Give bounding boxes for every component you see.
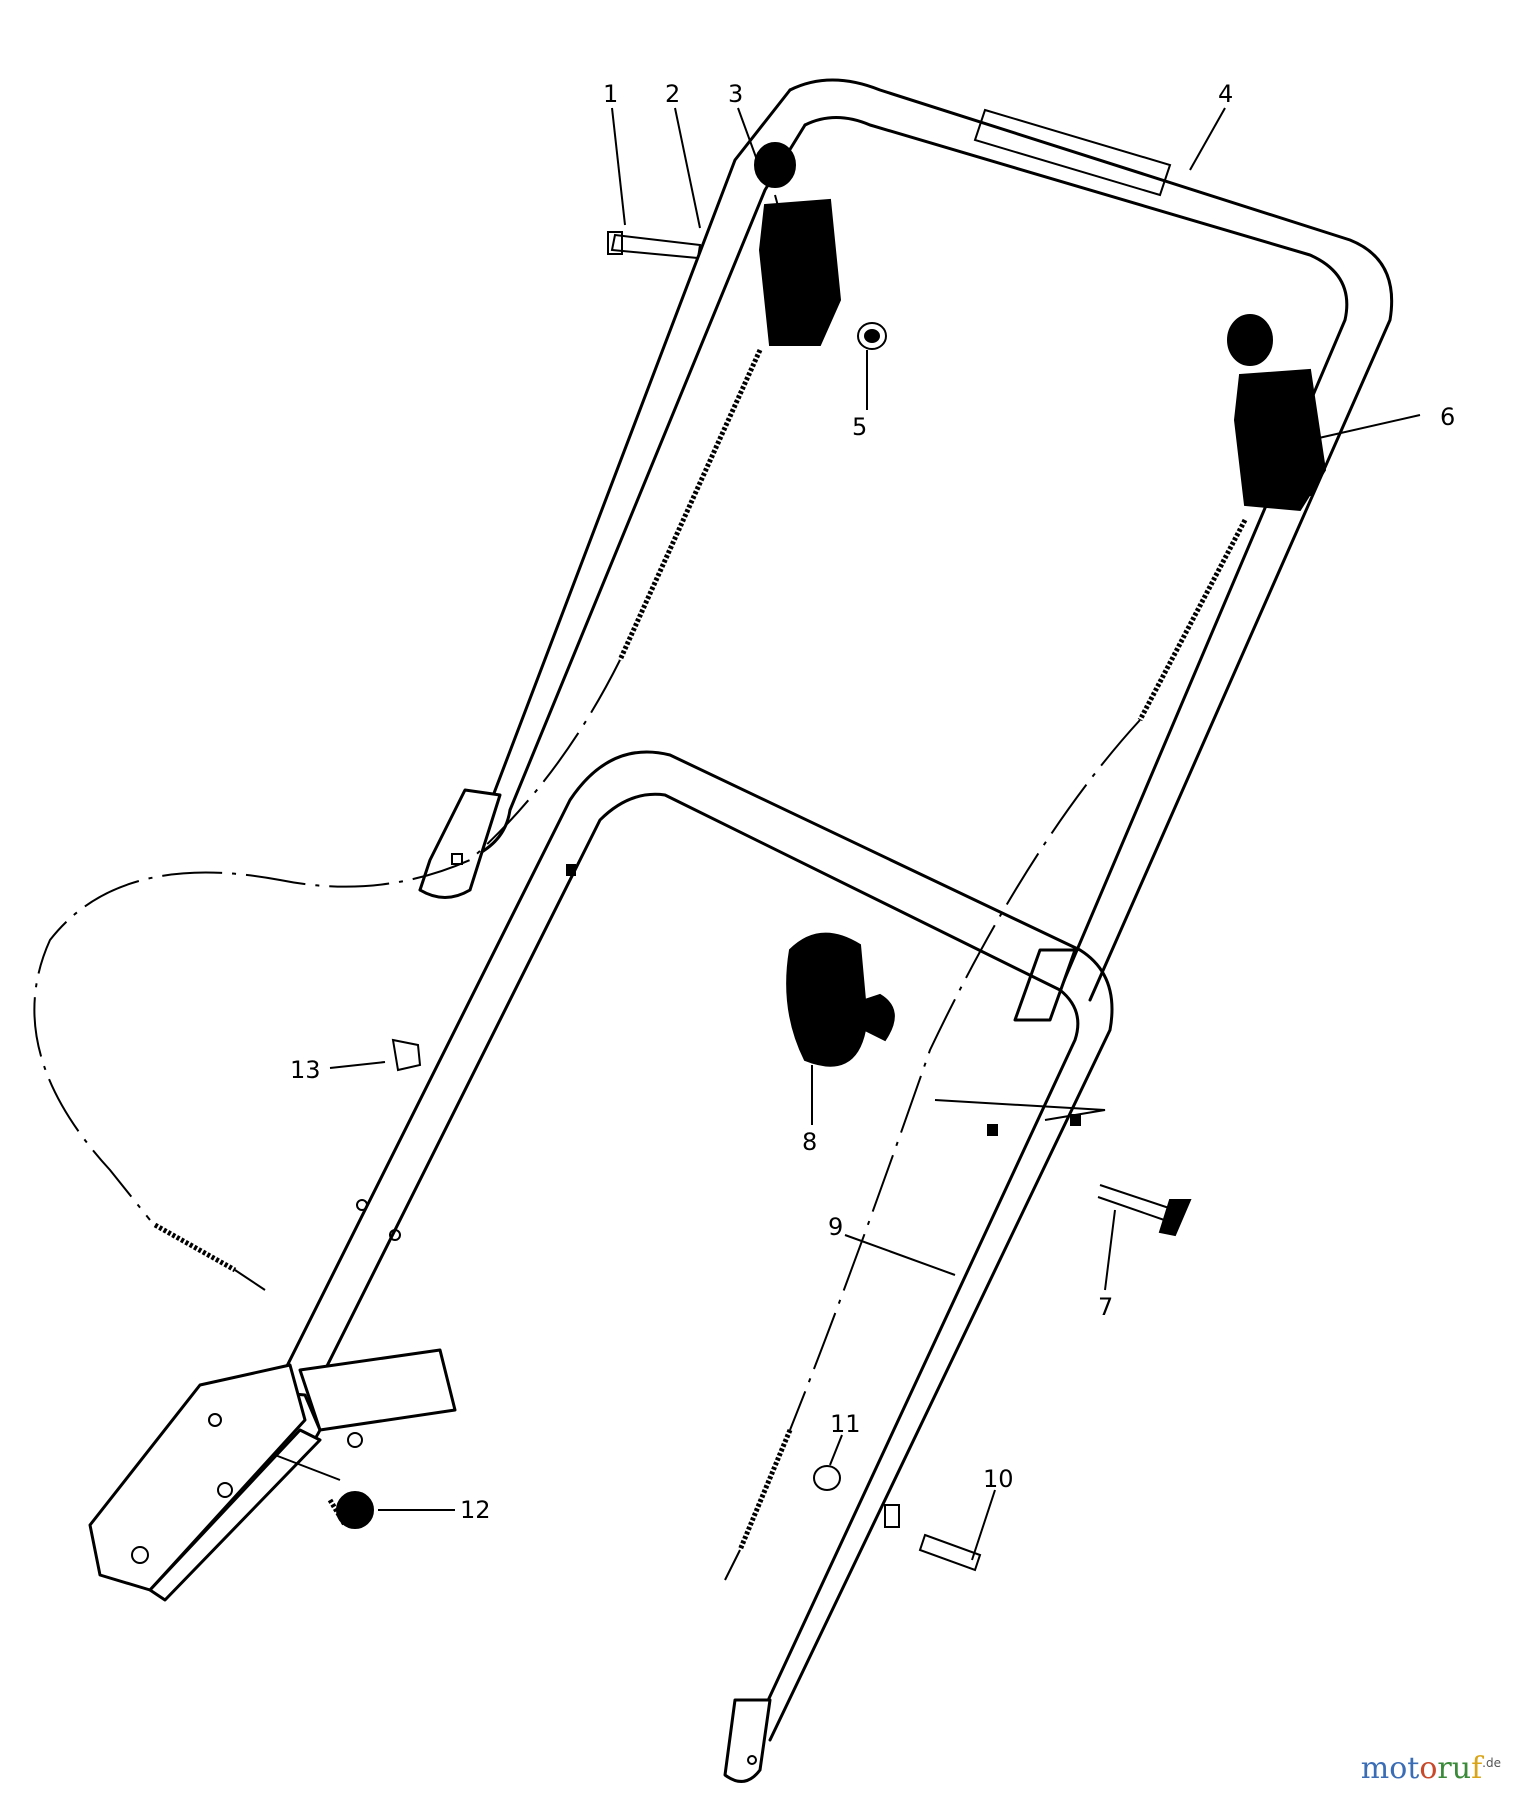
mounting-bracket bbox=[88, 1348, 457, 1602]
callout-4: 4 bbox=[1218, 80, 1233, 108]
callout-7: 7 bbox=[1098, 1293, 1113, 1321]
left-control-lever bbox=[617, 142, 842, 662]
callout-10: 10 bbox=[983, 1465, 1014, 1493]
callout-3: 3 bbox=[728, 80, 743, 108]
leader-lines bbox=[329, 107, 1421, 1561]
callout-13: 13 bbox=[290, 1056, 321, 1084]
callout-11: 11 bbox=[830, 1410, 861, 1438]
right-control-lever bbox=[1137, 314, 1327, 722]
callout-1: 1 bbox=[603, 80, 618, 108]
callout-9: 9 bbox=[828, 1213, 843, 1241]
watermark-part3: ru bbox=[1437, 1751, 1472, 1786]
watermark-part2: o bbox=[1419, 1751, 1438, 1786]
callout-8: 8 bbox=[802, 1128, 817, 1156]
watermark-part4: f bbox=[1471, 1751, 1483, 1786]
callout-6: 6 bbox=[1440, 403, 1455, 431]
callout-2: 2 bbox=[665, 80, 680, 108]
callout-12: 12 bbox=[460, 1496, 491, 1524]
lower-handle bbox=[243, 750, 1114, 1783]
watermark-suffix: .de bbox=[1482, 1756, 1501, 1770]
watermark-part1: mot bbox=[1360, 1751, 1420, 1786]
hardware bbox=[274, 231, 1192, 1572]
callout-labels: 1 2 3 4 5 6 7 8 9 10 11 12 13 bbox=[290, 80, 1455, 1524]
callout-5: 5 bbox=[852, 413, 867, 441]
watermark-logo: motoruf.de bbox=[1361, 1751, 1501, 1786]
upper-handle bbox=[418, 78, 1394, 1022]
control-cables bbox=[33, 659, 1141, 1581]
